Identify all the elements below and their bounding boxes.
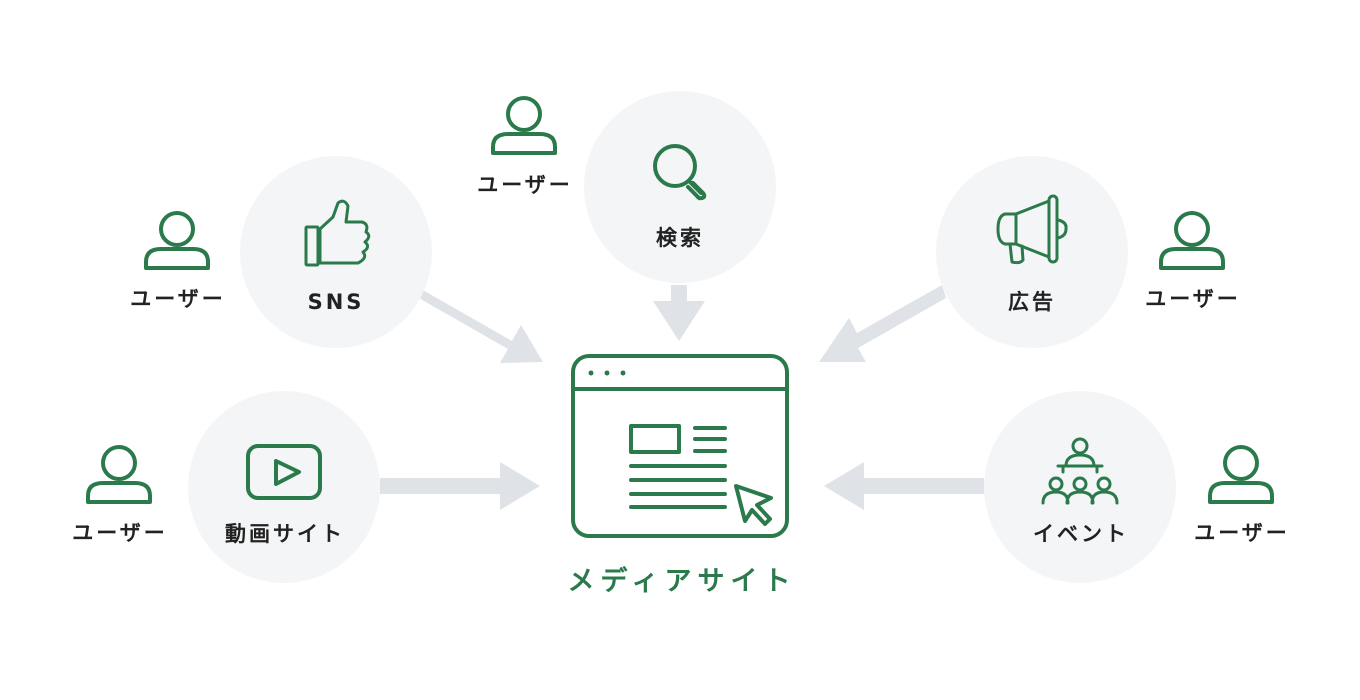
channel-label-search: 検索 — [656, 226, 704, 250]
channel-label-ads: 広告 — [1008, 290, 1056, 314]
user-label-event: ユーザー — [1194, 521, 1290, 545]
sns-circle — [240, 156, 432, 348]
event-audience-icon — [1041, 437, 1119, 505]
thumbs-up-icon — [304, 199, 371, 267]
arrow-from-event — [824, 462, 984, 510]
user-label-ads: ユーザー — [1145, 287, 1241, 311]
mouse-cursor-icon — [734, 484, 773, 526]
user-icon-ads — [1159, 211, 1225, 270]
arrow-from-search — [653, 285, 705, 341]
user-icon-video — [86, 445, 152, 504]
arrow-from-video — [380, 462, 540, 510]
user-icon-sns — [144, 211, 210, 270]
arrow-from-ads — [819, 285, 946, 362]
channel-label-video: 動画サイト — [225, 522, 345, 546]
browser-window-icon — [571, 354, 789, 538]
user-icon-search — [491, 96, 557, 155]
user-label-sns: ユーザー — [130, 287, 226, 311]
channel-label-sns: SNS — [308, 290, 365, 314]
event-circle — [984, 391, 1176, 583]
search-icon — [653, 144, 707, 201]
ads-circle — [936, 156, 1128, 348]
channel-label-event: イベント — [1033, 522, 1129, 546]
user-label-video: ユーザー — [72, 521, 168, 545]
video-play-icon — [246, 444, 322, 500]
arrow-from-sns — [417, 289, 543, 363]
video-circle — [188, 391, 380, 583]
megaphone-icon — [996, 194, 1068, 265]
user-icon-event — [1208, 445, 1274, 504]
user-label-search: ユーザー — [477, 173, 573, 197]
center-label: メディアサイト — [567, 565, 796, 597]
arrows — [380, 285, 984, 510]
